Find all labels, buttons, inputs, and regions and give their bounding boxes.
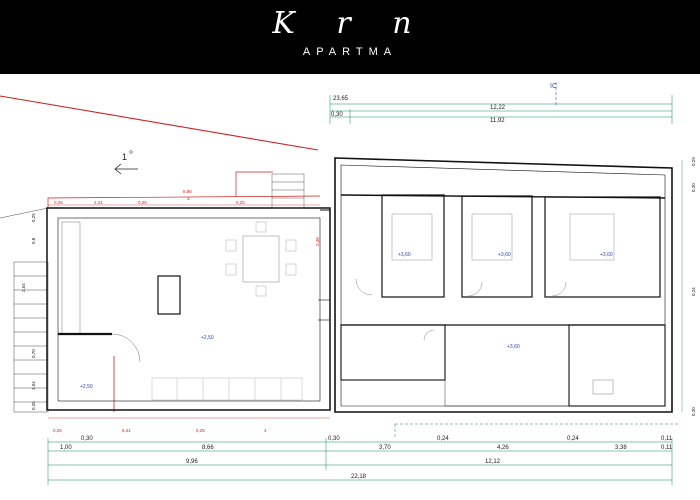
dim-rs-4: 0,30: [691, 407, 696, 416]
right-side-dims: 0,29 0,30 0,24 0,30: [681, 157, 696, 416]
north-arrow: 1: [114, 150, 138, 175]
section-mark-label: IC: [550, 83, 557, 90]
dim-b1-5: 0,11: [661, 436, 673, 442]
dim-top-2: 12,22: [490, 105, 506, 111]
dim-top-total: 23,65: [333, 96, 349, 102]
dim-b2-5: 3,38: [615, 445, 627, 451]
dim-lt-1: 0,25: [54, 200, 63, 205]
dim-b2-6: 0,11: [661, 445, 673, 451]
dim-rs-1: 0,29: [691, 157, 696, 166]
dim-lb-1: 0,25: [53, 428, 62, 433]
dim-ls-6: 0,25: [31, 401, 36, 410]
dim-ls-4: 0,70: [31, 349, 36, 358]
property-lines: [0, 95, 321, 412]
dim-b1-2: 0,30: [328, 436, 340, 442]
plan-right: [334, 157, 673, 413]
dim-lt-5: 3: [187, 196, 190, 201]
brand-logo: K r n: [272, 6, 428, 41]
dim-top-4: 0,30: [331, 112, 343, 118]
level-hall: +3,60: [507, 344, 520, 350]
top-dimensions: [329, 95, 673, 124]
dim-ls-3: 2,54: [21, 283, 26, 292]
dim-lt-3: 0,25: [138, 200, 147, 205]
floor-plan: 1 23,65 12,22 11,92 0,30 IC: [0, 82, 696, 485]
north-label: 1: [122, 152, 127, 162]
dim-ls-2: 0,8: [31, 237, 36, 244]
dim-b3-1: 9,96: [186, 459, 198, 465]
header-bar: K r n APARTMA: [0, 0, 700, 74]
dim-b1-4: 0,24: [567, 436, 579, 442]
dim-b2-2: 8,66: [202, 445, 214, 451]
level-bed2: +3,60: [498, 252, 511, 258]
dim-lb-2: 6,41: [122, 428, 131, 433]
level-bed1: +3,60: [398, 252, 411, 258]
level-entry: +2,50: [80, 384, 93, 390]
level-living: +2,50: [201, 335, 214, 341]
bottom-dimensions: [47, 423, 680, 485]
plan-left: [46, 173, 331, 411]
dim-b2-4: 4,26: [497, 445, 509, 451]
left-plan-dims: 0,25 2,41 0,25 8,86 3 0,25 0,25 6,41 0,2…: [21, 189, 330, 433]
dim-lt-6: 0,25: [236, 200, 245, 205]
dim-rs-2: 0,30: [691, 183, 696, 192]
dim-ls-5: 1,04: [31, 381, 36, 390]
dim-b2-3: 3,70: [379, 445, 391, 451]
brand-name: APARTMA: [302, 46, 398, 58]
dim-lt-4: 8,86: [183, 189, 192, 194]
section-mark: IC: [550, 82, 557, 105]
dim-top-3: 11,92: [490, 118, 505, 124]
dim-mid: 2,48: [315, 237, 320, 246]
dim-b3-2: 12,12: [485, 459, 501, 465]
dim-rs-3: 0,24: [691, 287, 696, 296]
dim-ls-1: 0,25: [31, 213, 36, 222]
dim-b-total: 22,18: [351, 474, 367, 480]
dim-b1-1: 0,30: [81, 436, 93, 442]
level-bed3: +3,60: [600, 252, 613, 258]
dim-lt-2: 2,41: [94, 200, 103, 205]
exterior-stairs: [0, 207, 49, 413]
dim-b2-1: 1,00: [60, 445, 72, 451]
dim-b1-3: 0,24: [437, 436, 449, 442]
dim-lb-4: 4: [264, 428, 267, 433]
dim-lb-3: 0,25: [196, 428, 205, 433]
